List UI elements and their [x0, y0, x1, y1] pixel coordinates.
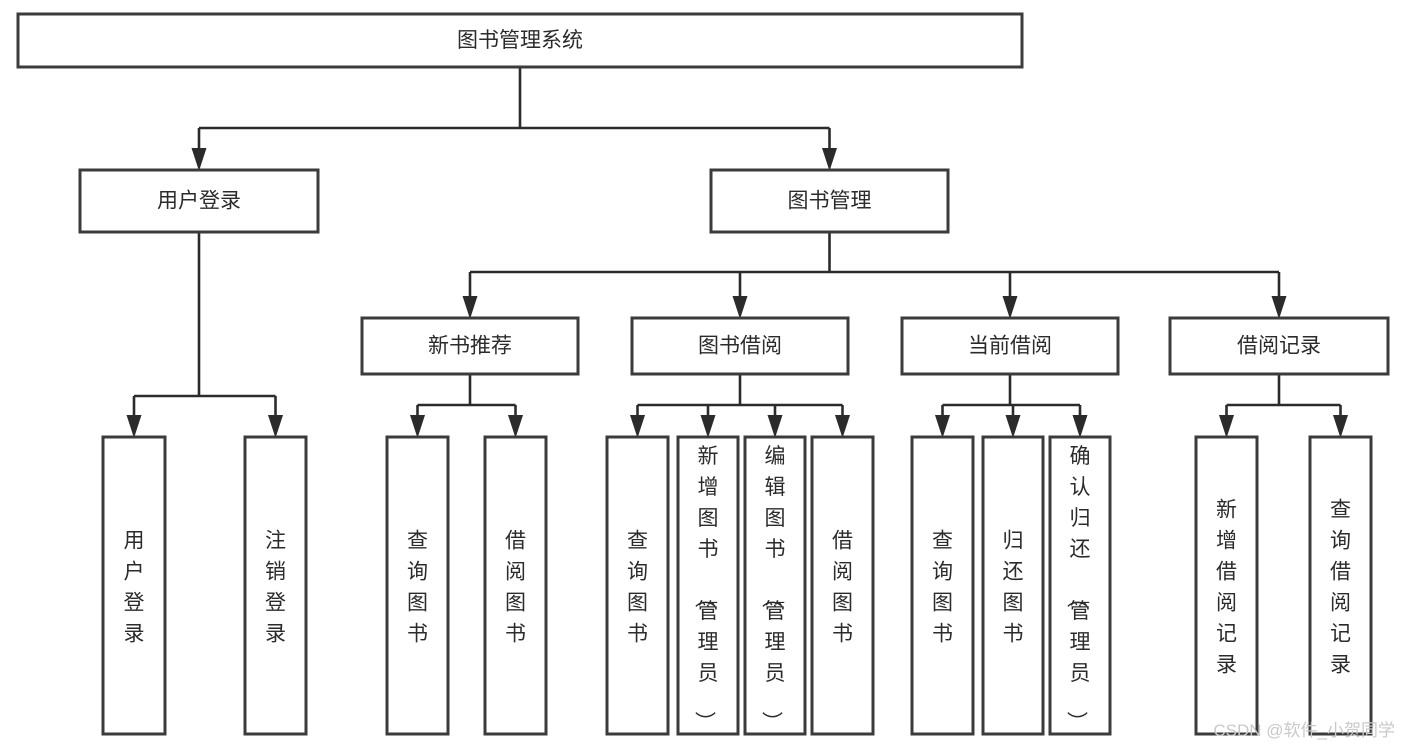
- node-label-leaf-borrow-book-2: 借阅图书: [832, 530, 853, 646]
- node-leaf-confirm-return-admin[interactable]: 确认归还（管理员）: [1048, 435, 1112, 736]
- arrow-head-new-book-recommend: [462, 296, 478, 319]
- node-label-new-book-recommend: 新书推荐: [428, 335, 512, 358]
- node-new-book-recommend[interactable]: 新书推荐: [360, 316, 580, 376]
- node-current-borrow[interactable]: 当前借阅: [900, 316, 1120, 376]
- arrow-head-leaf-edit-book-admin: [767, 415, 783, 438]
- node-leaf-query-borrow-record[interactable]: 查询借阅记录: [1308, 435, 1373, 736]
- node-label-leaf-user-login: 用户登录: [124, 530, 145, 646]
- connector-layer: [126, 67, 1348, 438]
- node-box-current-borrow: [900, 316, 1120, 376]
- node-label-user-login: 用户登录: [157, 190, 241, 213]
- csdn-watermark: CSDN @软件_小贺同学: [1213, 721, 1395, 740]
- node-leaf-logout[interactable]: 注销登录: [243, 435, 308, 736]
- node-label-borrow-record: 借阅记录: [1237, 335, 1321, 358]
- node-box-leaf-user-login: [101, 435, 167, 736]
- node-label-root: 图书管理系统: [457, 29, 583, 52]
- node-box-new-book-recommend: [360, 316, 580, 376]
- arrow-head-leaf-add-book-admin: [700, 415, 716, 438]
- node-label-leaf-edit-book-admin: 编辑图书（管理员）: [760, 445, 786, 732]
- node-box-leaf-add-borrow-record: [1194, 435, 1259, 736]
- node-leaf-edit-book-admin[interactable]: 编辑图书（管理员）: [743, 435, 807, 736]
- node-box-book-management: [709, 168, 950, 234]
- node-label-leaf-query-book-3: 查询图书: [932, 530, 953, 646]
- arrow-head-leaf-query-borrow-record: [1333, 415, 1348, 438]
- arrow-head-leaf-query-book-1: [410, 415, 425, 438]
- node-book-borrow[interactable]: 图书借阅: [630, 316, 850, 376]
- node-label-leaf-add-book-admin: 新增图书（管理员）: [693, 445, 719, 732]
- node-label-current-borrow: 当前借阅: [968, 335, 1052, 358]
- node-box-leaf-borrow-book-2: [810, 435, 875, 736]
- node-root[interactable]: 图书管理系统: [16, 12, 1024, 69]
- node-label-leaf-query-borrow-record: 查询借阅记录: [1330, 499, 1351, 677]
- node-layer: 图书管理系统用户登录图书管理新书推荐图书借阅当前借阅借阅记录用户登录注销登录查询…: [16, 12, 1390, 736]
- node-leaf-borrow-book-2[interactable]: 借阅图书: [810, 435, 875, 736]
- node-leaf-query-book-3[interactable]: 查询图书: [910, 435, 975, 736]
- node-book-management[interactable]: 图书管理: [709, 168, 950, 234]
- node-box-leaf-confirm-return-admin: [1048, 435, 1112, 736]
- node-label-leaf-add-borrow-record: 新增借阅记录: [1216, 499, 1237, 677]
- node-label-leaf-borrow-book-1: 借阅图书: [505, 530, 526, 646]
- node-box-leaf-query-book-1: [385, 435, 450, 736]
- node-box-leaf-return-book: [981, 435, 1045, 736]
- node-box-leaf-query-book-3: [910, 435, 975, 736]
- arrow-head-leaf-confirm-return-admin: [1072, 415, 1088, 438]
- node-label-leaf-query-book-2: 查询图书: [627, 530, 648, 646]
- node-leaf-return-book[interactable]: 归还图书: [981, 435, 1045, 736]
- node-label-leaf-query-book-1: 查询图书: [407, 530, 428, 646]
- node-leaf-borrow-book-1[interactable]: 借阅图书: [483, 435, 548, 736]
- node-label-book-borrow: 图书借阅: [698, 335, 782, 358]
- node-leaf-query-book-1[interactable]: 查询图书: [385, 435, 450, 736]
- node-box-leaf-query-book-2: [605, 435, 670, 736]
- arrow-head-leaf-return-book: [1005, 415, 1021, 438]
- node-leaf-user-login[interactable]: 用户登录: [101, 435, 167, 736]
- node-leaf-query-book-2[interactable]: 查询图书: [605, 435, 670, 736]
- arrow-head-leaf-borrow-book-1: [508, 415, 523, 438]
- node-label-leaf-return-book: 归还图书: [1003, 530, 1024, 646]
- arrow-head-leaf-logout: [268, 415, 283, 438]
- arrow-head-leaf-user-login: [126, 415, 142, 438]
- node-label-book-management: 图书管理: [788, 190, 872, 213]
- node-box-borrow-record: [1168, 316, 1390, 376]
- node-box-leaf-borrow-book-1: [483, 435, 548, 736]
- node-box-leaf-edit-book-admin: [743, 435, 807, 736]
- arrow-head-current-borrow: [1002, 296, 1018, 319]
- node-borrow-record[interactable]: 借阅记录: [1168, 316, 1390, 376]
- node-label-leaf-logout: 注销登录: [265, 530, 286, 646]
- arrow-head-leaf-query-book-2: [630, 415, 645, 438]
- arrow-head-borrow-record: [1271, 296, 1287, 319]
- node-leaf-add-book-admin[interactable]: 新增图书（管理员）: [676, 435, 740, 736]
- node-leaf-add-borrow-record[interactable]: 新增借阅记录: [1194, 435, 1259, 736]
- node-label-leaf-confirm-return-admin: 确认归还（管理员）: [1065, 445, 1091, 732]
- arrow-head-book-borrow: [732, 296, 748, 319]
- arrow-head-book-management: [822, 148, 837, 171]
- arrow-head-user-login: [191, 148, 207, 171]
- node-box-leaf-add-book-admin: [676, 435, 740, 736]
- node-box-root: [16, 12, 1024, 69]
- node-box-leaf-logout: [243, 435, 308, 736]
- arrow-head-leaf-add-borrow-record: [1219, 415, 1234, 438]
- node-box-user-login: [78, 168, 320, 234]
- node-box-leaf-query-borrow-record: [1308, 435, 1373, 736]
- node-user-login[interactable]: 用户登录: [78, 168, 320, 234]
- arrow-head-leaf-borrow-book-2: [835, 415, 850, 438]
- arrow-head-leaf-query-book-3: [935, 415, 950, 438]
- node-box-book-borrow: [630, 316, 850, 376]
